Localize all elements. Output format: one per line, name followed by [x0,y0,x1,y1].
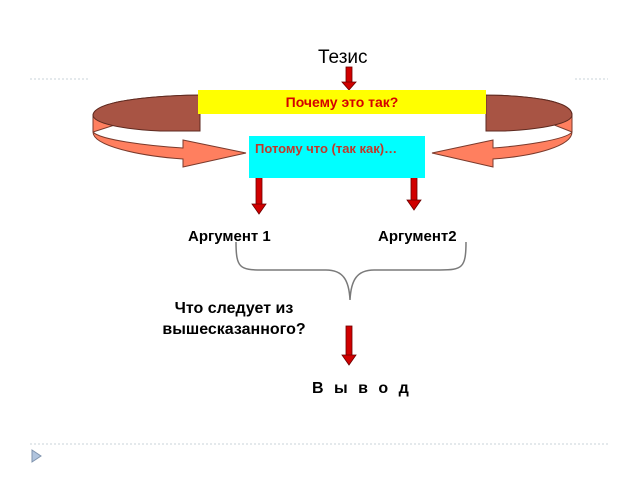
because-label: Потому что (так как)… [255,141,398,156]
arrow-to-conclusion [341,325,357,366]
argument-brace [235,241,467,301]
why-label: Почему это так? [285,94,399,110]
question-label: Что следует из вышесказанного? [134,298,334,340]
left-loop-arrow [92,94,247,168]
arrow-to-argument-1 [251,174,267,215]
argument-1-label: Аргумент 1 [188,228,271,245]
conclusion-label: В ы в о д [312,380,412,397]
arrow-thesis-to-why [341,66,357,91]
thesis-label: Тезис [318,47,368,68]
why-box: Почему это так? [198,90,486,114]
question-text: Что следует из вышесказанного? [162,300,306,338]
argument-2-label: Аргумент2 [378,228,457,245]
because-box: Потому что (так как)… [249,136,425,178]
play-triangle-icon [31,449,42,463]
right-loop-arrow [431,94,573,168]
